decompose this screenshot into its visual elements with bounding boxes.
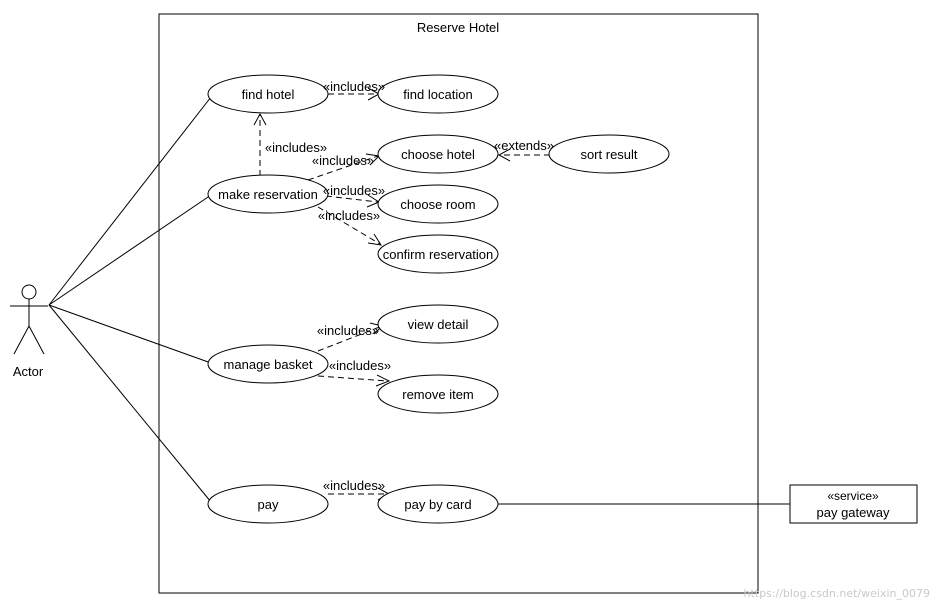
dependency-remove-item bbox=[317, 375, 389, 382]
use-case-manage-basket[interactable] bbox=[207, 344, 329, 384]
dependency-confirm-reservation bbox=[317, 206, 381, 245]
use-case-sort-result[interactable] bbox=[548, 134, 670, 174]
dependency-choose-hotel bbox=[307, 155, 379, 181]
use-case-remove-item[interactable] bbox=[377, 374, 499, 414]
use-case-make-reservation-label: make reservation bbox=[218, 187, 318, 202]
association-pay bbox=[48, 304, 212, 503]
use-case-find-hotel[interactable] bbox=[207, 74, 329, 114]
system-boundary bbox=[158, 13, 759, 594]
arrowhead bbox=[497, 148, 511, 162]
use-case-pay-by-card-label: pay by card bbox=[404, 497, 471, 512]
dependency-view-detail bbox=[317, 325, 383, 352]
use-case-confirm-reservation-label: confirm reservation bbox=[383, 247, 494, 262]
label-includes-choose-hotel: «includes» bbox=[312, 153, 374, 168]
use-case-pay[interactable] bbox=[207, 484, 329, 524]
use-case-choose-room[interactable] bbox=[377, 184, 499, 224]
use-case-confirm-reservation[interactable] bbox=[377, 234, 499, 274]
label-includes-confirm-reservation: «includes» bbox=[318, 208, 380, 223]
label-includes-remove-item: «includes» bbox=[329, 358, 391, 373]
use-case-pay-label: pay bbox=[258, 497, 279, 512]
use-case-choose-hotel-label: choose hotel bbox=[401, 147, 475, 162]
use-case-manage-basket-label: manage basket bbox=[224, 357, 313, 372]
use-case-pay-by-card[interactable] bbox=[377, 484, 499, 524]
arrowhead bbox=[375, 374, 391, 387]
use-case-find-location[interactable] bbox=[377, 74, 499, 114]
use-case-view-detail[interactable] bbox=[377, 304, 499, 344]
service-name: pay gateway bbox=[817, 505, 890, 520]
actor-label: Actor bbox=[13, 364, 44, 379]
association-make-reservation bbox=[48, 194, 212, 306]
label-includes-find-hotel: «includes» bbox=[265, 140, 327, 155]
use-case-find-hotel-label: find hotel bbox=[242, 87, 295, 102]
label-extends-sort-result: «extends» bbox=[494, 138, 554, 153]
actor-stick-figure[interactable] bbox=[10, 284, 48, 355]
service-box-pay-gateway[interactable] bbox=[789, 484, 918, 524]
label-includes-pay-by-card: «includes» bbox=[323, 478, 385, 493]
label-includes-view-detail: «includes» bbox=[317, 323, 379, 338]
use-case-sort-result-label: sort result bbox=[580, 147, 637, 162]
watermark-text: https://blog.csdn.net/weixin_0079 bbox=[743, 587, 930, 600]
association-manage-basket bbox=[48, 304, 212, 364]
arrowhead bbox=[253, 112, 267, 126]
use-case-make-reservation[interactable] bbox=[207, 174, 329, 214]
use-case-remove-item-label: remove item bbox=[402, 387, 474, 402]
arrowhead bbox=[367, 233, 383, 246]
service-stereotype: «service» bbox=[827, 489, 879, 503]
system-title: Reserve Hotel bbox=[417, 20, 499, 35]
use-case-view-detail-label: view detail bbox=[408, 317, 469, 332]
dependency-choose-room bbox=[325, 195, 379, 203]
label-includes-find-location: «includes» bbox=[323, 79, 385, 94]
use-case-find-location-label: find location bbox=[403, 87, 472, 102]
use-case-choose-room-label: choose room bbox=[400, 197, 475, 212]
association-find-hotel bbox=[48, 96, 212, 306]
label-includes-choose-room: «includes» bbox=[323, 183, 385, 198]
use-case-choose-hotel[interactable] bbox=[377, 134, 499, 174]
